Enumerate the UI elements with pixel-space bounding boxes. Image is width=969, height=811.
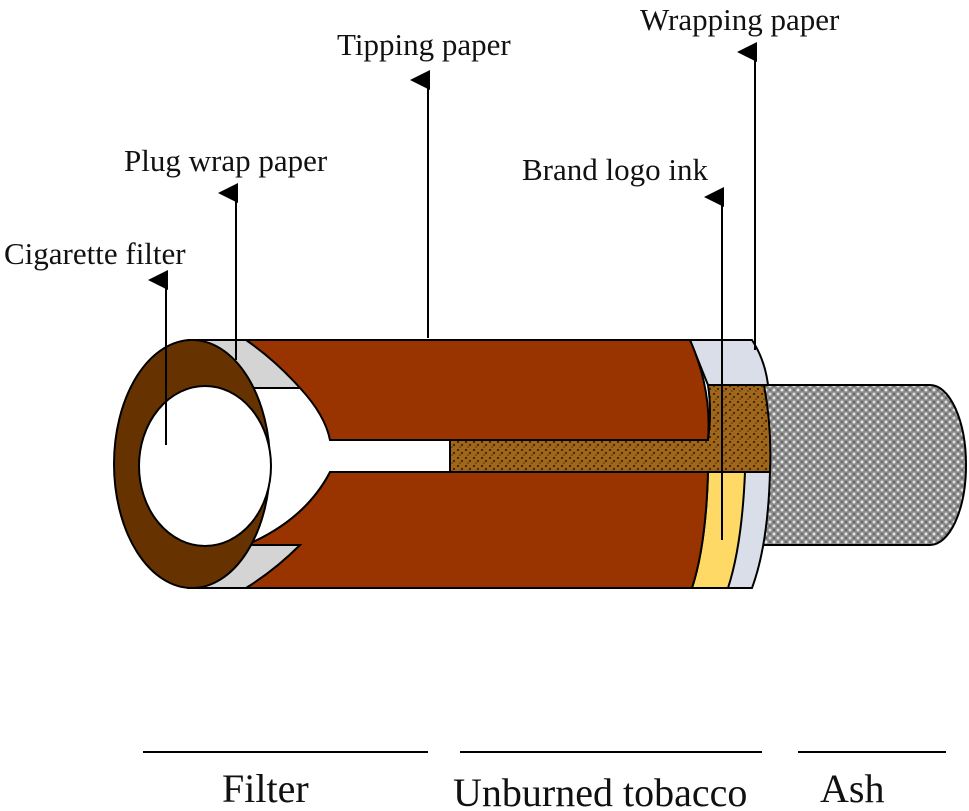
filter-end-face [113,339,272,589]
callout-labels: Cigarette filter Plug wrap paper Tipping… [4,2,840,271]
wrapping-paper-top [688,339,770,386]
section-label-filter: Filter [222,766,309,811]
section-label-ash: Ash [820,766,884,811]
filter-channel [245,387,451,547]
tobacco-segment [449,384,772,473]
tobacco-fill [449,384,772,473]
label-plug-wrap-paper: Plug wrap paper [124,143,328,178]
label-tipping-paper: Tipping paper [337,27,511,62]
label-brand-logo-ink: Brand logo ink [522,152,708,187]
label-cigarette-filter: Cigarette filter [4,236,186,271]
ash-segment [741,384,967,546]
section-labels: Filter Unburned tobacco Ash [222,766,884,811]
filter-opening [138,385,272,547]
label-wrapping-paper: Wrapping paper [640,2,840,37]
callout-arrows [148,42,757,540]
section-label-unburned-tobacco: Unburned tobacco [453,770,747,811]
ash-cylinder [741,384,967,546]
